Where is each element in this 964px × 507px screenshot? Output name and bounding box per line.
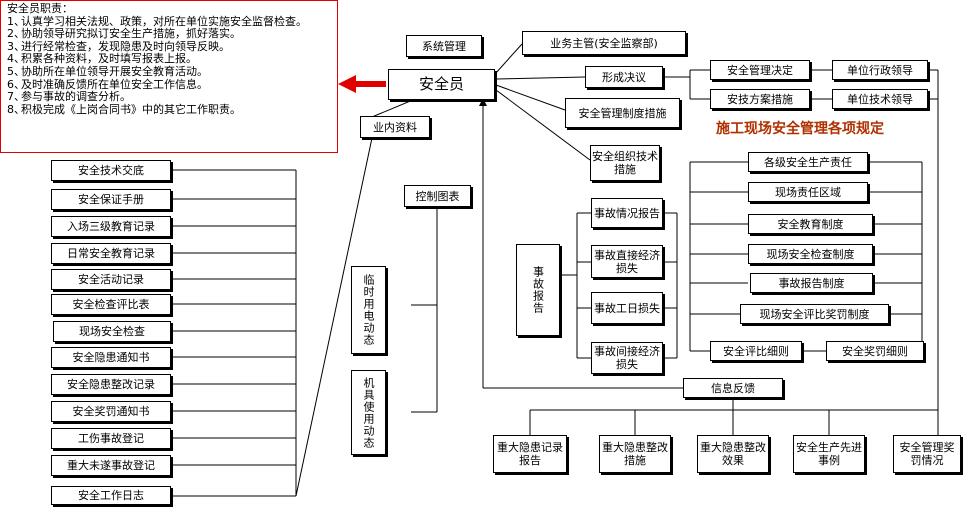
site-rule-item[interactable]: 现场安全检查制度	[748, 244, 873, 264]
record-item[interactable]: 安全活动记录	[51, 269, 171, 290]
tech-plan-node[interactable]: 安技方案措施	[710, 89, 810, 109]
system-mgmt-node[interactable]: 系统管理	[406, 35, 482, 57]
reward-rules-node[interactable]: 安全奖罚细则	[826, 341, 924, 361]
duty-item: 3、进行经常检查，发现隐患及时向领导反映。	[7, 39, 230, 53]
duty-item: 2、协助领导研究拟订安全生产措施，抓好落实。	[7, 27, 241, 41]
admin-leader-node[interactable]: 单位行政领导	[832, 60, 928, 80]
review-rules-node[interactable]: 安全评比细则	[710, 341, 802, 361]
site-rule-item[interactable]: 各级安全生产责任	[748, 152, 868, 172]
temp-power-node[interactable]: 临时用电动态	[351, 266, 386, 354]
site-rule-item[interactable]: 事故报告制度	[750, 273, 873, 293]
accident-report-node[interactable]: 事故报告	[516, 244, 560, 336]
duty-item: 5、协助所在单位领导开展安全教育活动。	[7, 64, 208, 78]
site-rule-item[interactable]: 现场安全评比奖罚制度	[740, 304, 889, 324]
site-rules-title: 施工现场安全管理各项规定	[716, 121, 884, 137]
feedback-item[interactable]: 重大隐患记录报告	[493, 435, 567, 473]
duties-title: 安全员职责：	[7, 2, 73, 15]
site-rule-item[interactable]: 现场责任区域	[748, 182, 868, 202]
control-chart-node[interactable]: 控制图表	[404, 185, 471, 207]
mgmt-system-measures-node[interactable]: 安全管理制度措施	[565, 98, 680, 128]
record-item[interactable]: 安全保证手册	[51, 189, 171, 210]
duties-panel: 安全员职责： 1、认真学习相关法规、政策，对所在单位实施安全监督检查。 2、协助…	[0, 0, 338, 153]
record-item[interactable]: 安全隐患通知书	[51, 347, 171, 368]
record-item[interactable]: 安全工作日志	[51, 486, 171, 505]
resolution-node[interactable]: 形成决议	[585, 66, 663, 88]
record-item[interactable]: 重大未遂事故登记	[51, 455, 171, 476]
record-item[interactable]: 安全检查评比表	[51, 294, 171, 315]
site-rule-item[interactable]: 安全教育制度	[748, 214, 873, 234]
record-item[interactable]: 安全隐患整改记录	[51, 374, 171, 395]
duty-item: 7、参与事故的调查分析。	[7, 90, 131, 104]
accident-item[interactable]: 事故工日损失	[591, 292, 663, 324]
record-item[interactable]: 安全奖罚通知书	[51, 401, 171, 422]
business-head-node[interactable]: 业务主管(安全监察部)	[522, 31, 686, 55]
duty-item: 8、积极完成《上岗合同书》中的其它工作职责。	[7, 102, 241, 116]
feedback-item[interactable]: 安全生产先进事例	[793, 435, 865, 473]
industry-data-node[interactable]: 业内资料	[360, 116, 430, 138]
duty-item: 4、积累各种资料，及时填写报表上报。	[7, 52, 197, 66]
accident-item[interactable]: 事故直接经济损失	[591, 245, 663, 278]
feedback-node[interactable]: 信息反馈	[683, 378, 783, 398]
duties-list: 1、认真学习相关法规、政策，对所在单位实施安全监督检查。 2、协助领导研究拟订安…	[7, 14, 331, 117]
record-item[interactable]: 安全技术交底	[51, 160, 171, 181]
duty-item: 1、认真学习相关法规、政策，对所在单位实施安全监督检查。	[7, 14, 307, 28]
accident-item[interactable]: 事故间接经济损失	[591, 342, 663, 374]
machinery-node[interactable]: 机具使用动态	[351, 370, 386, 455]
feedback-item[interactable]: 安全管理奖罚情况	[893, 435, 961, 473]
feedback-item[interactable]: 重大隐患整改效果	[697, 435, 769, 473]
record-item[interactable]: 现场安全检查	[53, 321, 171, 342]
record-item[interactable]: 工伤事故登记	[51, 428, 171, 449]
org-tech-measures-node[interactable]: 安全组织技术措施	[590, 145, 660, 181]
duty-item: 6、及时准确反馈所在单位安全工作信息。	[7, 77, 208, 91]
record-item[interactable]: 入场三级教育记录	[51, 216, 171, 237]
safety-decision-node[interactable]: 安全管理决定	[710, 60, 810, 80]
feedback-item[interactable]: 重大隐患整改措施	[599, 435, 671, 473]
safety-officer-node[interactable]: 安全员	[388, 69, 495, 100]
accident-item[interactable]: 事故情况报告	[591, 198, 663, 228]
record-item[interactable]: 日常安全教育记录	[51, 243, 171, 264]
tech-leader-node[interactable]: 单位技术领导	[832, 89, 928, 109]
